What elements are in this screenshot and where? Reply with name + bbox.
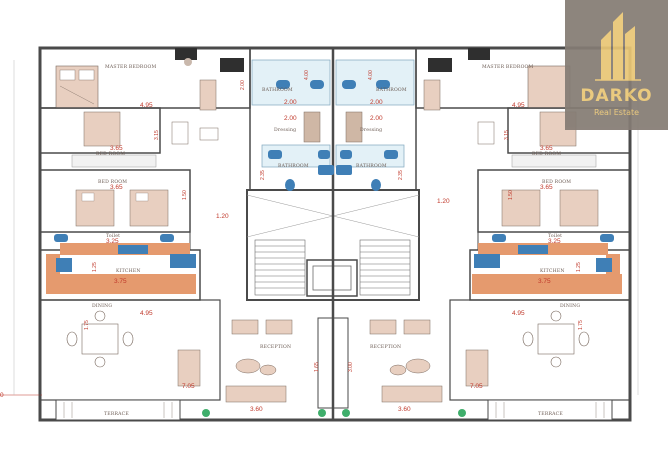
- dim-495-master-right: 4.95: [512, 102, 525, 109]
- label-terrace-right: TERRACE: [538, 411, 563, 417]
- dim-365-left-2: 3.65: [110, 184, 123, 191]
- label-bed-room-right-2: BED ROOM: [542, 179, 571, 185]
- dim-150-right: 1.50: [508, 190, 514, 200]
- dim-200-right: 2.00: [370, 99, 383, 106]
- dim-edge-left: 0: [0, 392, 4, 399]
- label-dressing-left: Dressing: [274, 127, 296, 133]
- dim-315-left: 3.15: [154, 130, 160, 140]
- dim-200-left: 2.00: [284, 99, 297, 106]
- dim-365-right-2: 3.65: [540, 184, 553, 191]
- dim-495-dining-right: 4.95: [512, 310, 525, 317]
- dimension-labels: 4.95 4.95 2.00 2.00 2.00 2.00 3.65 3.65 …: [0, 70, 584, 413]
- dim-175-right: 1.75: [578, 320, 584, 330]
- label-dining-left: DINING: [92, 303, 112, 309]
- left-kitchen: [39, 243, 201, 301]
- building-logo-icon: [595, 12, 641, 81]
- stairs: [254, 239, 411, 296]
- label-toilet-left: Toilet: [106, 233, 120, 239]
- darko-logo: DARKO Real Estate: [565, 0, 668, 130]
- dim-365-left-1: 3.65: [110, 145, 123, 152]
- dim-325-left: 3.25: [106, 238, 119, 245]
- left-terrace: [55, 399, 326, 421]
- label-bathroom-3: BATHROOM: [278, 163, 309, 169]
- left-master-bedroom: [39, 47, 251, 111]
- label-toilet-right: Toilet: [548, 233, 562, 239]
- dim-175-left: 1.75: [84, 320, 90, 330]
- room-labels: MASTER BEDROOM MASTER BEDROOM BATHROOM B…: [92, 64, 580, 417]
- label-master-bedroom-right: MASTER BEDROOM: [482, 64, 534, 70]
- left-dining: [39, 299, 221, 401]
- label-bathroom-2: BATHROOM: [376, 87, 407, 93]
- dim-120-left: 1.20: [216, 213, 229, 220]
- dim-200-right-2: 2.00: [370, 115, 383, 122]
- label-master-bedroom-left: MASTER BEDROOM: [105, 64, 157, 70]
- label-bathroom-4: BATHROOM: [356, 163, 387, 169]
- label-terrace-left: TERRACE: [104, 411, 129, 417]
- dim-375-right: 3.75: [538, 278, 551, 285]
- dim-300-center: 3.00: [348, 362, 354, 372]
- dim-150-left: 1.50: [182, 190, 188, 200]
- logo-tagline: Real Estate: [593, 108, 640, 117]
- dim-235-left: 2.35: [260, 170, 266, 180]
- left-reception: [177, 319, 293, 403]
- dim-495-master-left: 4.95: [140, 102, 153, 109]
- label-bed-room-left-2: BED ROOM: [98, 179, 127, 185]
- dim-200-master-left: 2.00: [240, 80, 246, 90]
- label-bathroom-1: BATHROOM: [262, 87, 293, 93]
- dim-325-right: 3.25: [548, 238, 561, 245]
- dim-360-left: 3.60: [250, 406, 263, 413]
- dim-360-right: 3.60: [398, 406, 411, 413]
- dim-165-center: 1.65: [314, 362, 320, 372]
- dim-375-left: 3.75: [114, 278, 127, 285]
- right-terrace: [342, 399, 613, 421]
- dim-705-left: 7.05: [182, 383, 195, 390]
- label-kitchen-right: KITCHEN: [540, 268, 565, 274]
- dim-400-right: 4.00: [368, 70, 374, 80]
- dim-705-right: 7.05: [470, 383, 483, 390]
- label-dressing-right: Dressing: [360, 127, 382, 133]
- label-bed-room-left-1: BED ROOM: [96, 151, 125, 157]
- right-kitchen: [469, 243, 631, 301]
- label-dining-right: DINING: [560, 303, 580, 309]
- dim-200-left-2: 2.00: [284, 115, 297, 122]
- label-kitchen-left: KITCHEN: [116, 268, 141, 274]
- left-bedroom-1: [39, 107, 219, 168]
- dim-315-right: 3.15: [504, 130, 510, 140]
- label-bed-room-right-1: BED ROOM: [532, 151, 561, 157]
- central-bathrooms: [251, 59, 415, 191]
- dim-125-left: 1.25: [92, 262, 98, 272]
- label-reception-right: RECEPTION: [370, 344, 401, 350]
- dim-235-right: 2.35: [398, 170, 404, 180]
- right-bedroom-1: [477, 107, 631, 168]
- left-bedroom-2: [39, 169, 191, 233]
- right-reception: [369, 319, 489, 403]
- label-reception-left: RECEPTION: [260, 344, 291, 350]
- dim-120-right: 1.20: [437, 198, 450, 205]
- right-bedroom-2: [477, 169, 631, 233]
- dim-365-right-1: 3.65: [540, 145, 553, 152]
- dim-400-left: 4.00: [304, 70, 310, 80]
- dim-125-right: 1.25: [576, 262, 582, 272]
- dim-495-dining-left: 4.95: [140, 310, 153, 317]
- logo-name: DARKO: [580, 86, 653, 106]
